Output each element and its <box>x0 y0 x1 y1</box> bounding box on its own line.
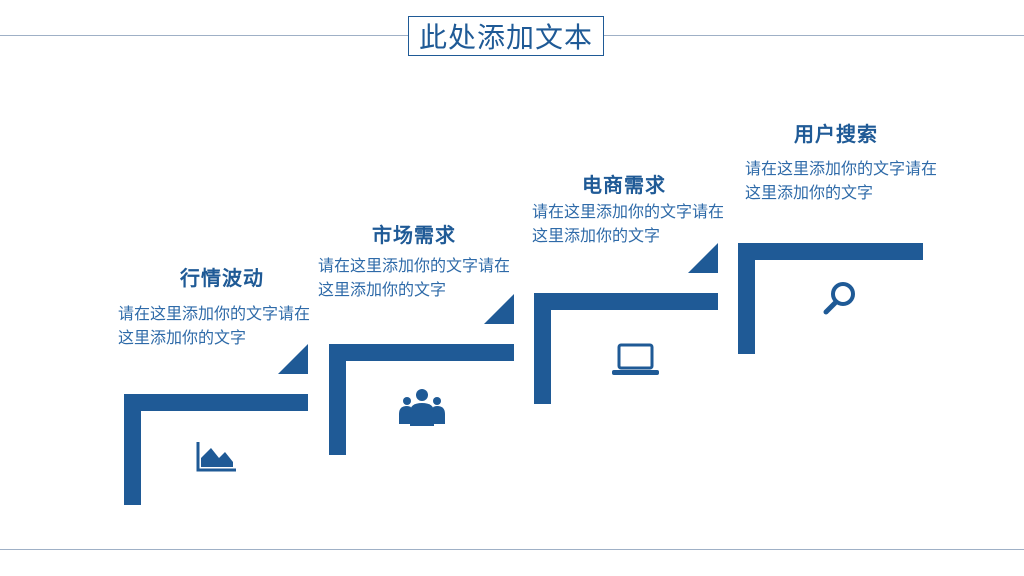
area-chart-icon <box>196 442 236 472</box>
page-title: 此处添加文本 <box>408 16 604 56</box>
step-4-description: 请在这里添加你的文字请在这里添加你的文字 <box>745 159 938 202</box>
step-4-bracket <box>738 243 923 354</box>
step-2-bracket <box>329 294 514 455</box>
step-1-heading: 行情波动 <box>180 266 264 290</box>
search-icon <box>823 282 855 315</box>
laptop-icon <box>612 343 659 375</box>
top-rule-right <box>604 35 1024 36</box>
page-title-text: 此处添加文本 <box>418 21 593 54</box>
step-2-description: 请在这里添加你的文字请在这里添加你的文字 <box>318 256 511 299</box>
step-2-heading: 市场需求 <box>372 223 456 247</box>
step-1-description: 请在这里添加你的文字请在这里添加你的文字 <box>118 304 311 347</box>
top-rule-left <box>0 35 408 36</box>
step-1-bracket <box>124 344 308 505</box>
people-group-icon <box>399 389 445 426</box>
bottom-rule <box>0 549 1024 550</box>
step-3-description: 请在这里添加你的文字请在这里添加你的文字 <box>532 202 725 245</box>
step-4-heading: 用户搜索 <box>794 122 878 146</box>
step-3-heading: 电商需求 <box>582 173 666 197</box>
step-3-bracket <box>534 243 718 404</box>
